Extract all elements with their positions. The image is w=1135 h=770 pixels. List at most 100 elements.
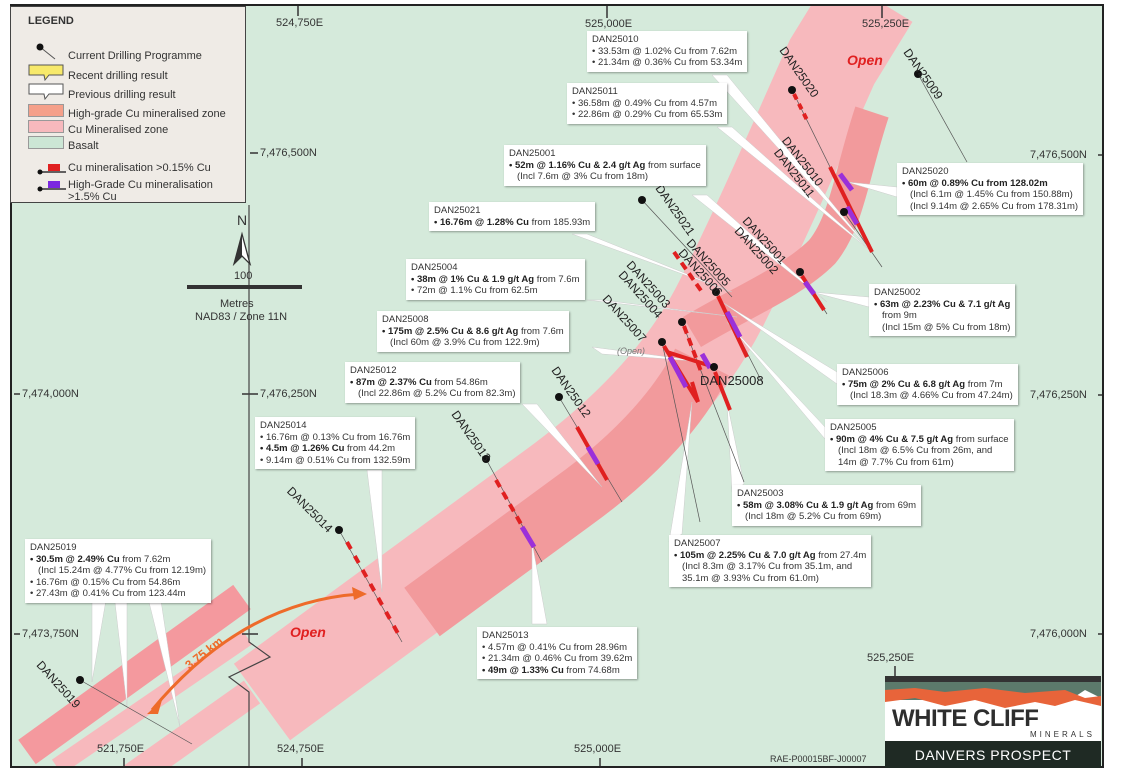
callout-title: DAN25011 bbox=[572, 86, 618, 97]
callout-title: DAN25012 bbox=[350, 365, 397, 376]
callout-line: • 21.34m @ 0.36% Cu from 53.34m bbox=[592, 57, 743, 68]
cu-zone-swatch bbox=[28, 120, 64, 133]
callout-dan25021: DAN25021• 16.76m @ 1.28% Cu from 185.93m bbox=[429, 202, 596, 231]
logo-company: WHITE CLIFF bbox=[892, 705, 1039, 732]
callout-highlight: • 52m @ 1.16% Cu & 2.4 g/t Ag bbox=[509, 159, 646, 171]
callout-title: DAN25005 bbox=[830, 422, 877, 433]
north-label: N bbox=[237, 212, 248, 228]
callout-line: • 4.57m @ 0.41% Cu from 28.96m bbox=[482, 641, 627, 653]
scale-bar bbox=[187, 285, 302, 289]
callout-dan25007: DAN25007• 105m @ 2.25% Cu & 7.0 g/t Ag f… bbox=[669, 535, 872, 587]
cu-mineralised-zone bbox=[123, 680, 261, 766]
callout-dan25011: DAN25011• 36.58m @ 0.49% Cu from 4.57m• … bbox=[567, 83, 728, 124]
callout-title: DAN25002 bbox=[874, 287, 921, 298]
legend-item: Basalt bbox=[68, 140, 99, 152]
logo-sub: MINERALS bbox=[1030, 730, 1095, 739]
callout-line: (Incl 9.14m @ 2.65% Cu from 178.31m) bbox=[910, 200, 1079, 212]
callout-title: DAN25004 bbox=[411, 262, 458, 273]
callout-line: from 54.86m bbox=[431, 376, 488, 388]
open-small-label: (Open) bbox=[617, 346, 646, 356]
callout-line: (Incl 18.3m @ 4.66% Cu from 47.24m) bbox=[850, 390, 1013, 401]
grid-ticks bbox=[14, 6, 1102, 766]
callout-line: (Incl 18m @ 5.2% Cu from 69m) bbox=[745, 511, 882, 522]
callout-line: from 7.6m bbox=[518, 325, 564, 337]
legend-item: Cu Mineralised zone bbox=[68, 124, 169, 136]
drill-collars bbox=[76, 70, 922, 684]
callout-highlight: • 58m @ 3.08% Cu & 1.9 g/t Ag bbox=[737, 499, 874, 511]
callout-line: • 72m @ 1.1% Cu from 62.5m bbox=[411, 285, 538, 296]
callout-line: from surface bbox=[953, 433, 1009, 445]
callout-title: DAN25006 bbox=[842, 367, 889, 378]
callout-line: • 16.76m @ 0.13% Cu from 16.76m bbox=[260, 431, 411, 443]
grid-label-bottom: 525,250E bbox=[867, 652, 915, 664]
grid-label-top: 525,250E bbox=[862, 18, 910, 30]
legend-item: Recent drilling result bbox=[68, 70, 168, 82]
callout-title: DAN25014 bbox=[260, 420, 307, 431]
callout-line: from 9m bbox=[882, 310, 917, 321]
callout-dan25010: DAN25010• 33.53m @ 1.02% Cu from 7.62m• … bbox=[587, 31, 748, 72]
white-callout-icon bbox=[28, 83, 64, 101]
grid-label-right: 7,476,000N bbox=[1030, 628, 1087, 640]
callout-highlight: • 4.5m @ 1.26% Cu bbox=[260, 443, 345, 454]
geology-layer bbox=[14, 6, 1102, 766]
callout-dan25008: DAN25008• 175m @ 2.5% Cu & 8.6 g/t Ag fr… bbox=[377, 311, 569, 352]
high-grade-zone-swatch bbox=[28, 104, 64, 117]
callout-line: from 74.68m bbox=[563, 664, 620, 676]
callout-line: (Incl 18m @ 6.5% Cu from 26m, and bbox=[838, 445, 993, 456]
callout-line: from 7.62m bbox=[119, 553, 171, 565]
callout-line: (Incl 6.1m @ 1.45% Cu from 150.88m) bbox=[910, 189, 1073, 200]
callout-dan25004: DAN25004• 38m @ 1% Cu & 1.9 g/t Ag from … bbox=[406, 259, 585, 300]
cu-mineralised-zone bbox=[51, 629, 253, 766]
open-extent-arrow bbox=[150, 592, 361, 711]
callout-dan25006: DAN25006• 75m @ 2% Cu & 6.8 g/t Ag from … bbox=[837, 364, 1018, 405]
project-name: DANVERS PROSPECT bbox=[914, 747, 1072, 763]
callout-line: (Incl 22.86m @ 5.2% Cu from 82.3m) bbox=[358, 388, 516, 399]
open-label: Open bbox=[290, 624, 326, 640]
high-grade-zone bbox=[18, 584, 251, 765]
callout-dan25003: DAN25003• 58m @ 3.08% Cu & 1.9 g/t Ag fr… bbox=[732, 485, 922, 526]
callout-highlight: • 175m @ 2.5% Cu & 8.6 g/t Ag bbox=[382, 325, 519, 337]
callout-title: DAN25019 bbox=[30, 542, 77, 553]
callout-title: DAN25008 bbox=[382, 314, 429, 325]
callout-dan25012: DAN25012• 87m @ 2.37% Cu from 54.86m(Inc… bbox=[345, 362, 521, 403]
callout-highlight: • 63m @ 2.23% Cu & 7.1 g/t Ag bbox=[874, 298, 1011, 310]
callout-line: from 7m bbox=[965, 378, 1003, 390]
legend-item: High-Grade Cu mineralisation >1.5% Cu bbox=[68, 179, 213, 203]
callout-line: from 69m bbox=[873, 499, 917, 511]
callout-title: DAN25020 bbox=[902, 166, 949, 177]
yellow-callout-icon bbox=[28, 64, 64, 82]
callout-line: from 7.6m bbox=[534, 273, 580, 285]
datum-label: NAD83 / Zone 11N bbox=[195, 311, 288, 323]
callout-line: • 33.53m @ 1.02% Cu from 7.62m bbox=[592, 45, 737, 57]
callout-dan25005: DAN25005• 90m @ 4% Cu & 7.5 g/t Ag from … bbox=[825, 419, 1014, 471]
callout-title: DAN25021 bbox=[434, 205, 481, 216]
callout-line: • 27.43m @ 0.41% Cu from 123.44m bbox=[30, 588, 186, 599]
callout-line: • 21.34m @ 0.46% Cu from 39.62m bbox=[482, 653, 633, 664]
callout-line: (Incl 15.24m @ 4.77% Cu from 12.19m) bbox=[38, 565, 207, 576]
drawing-reference: RAE-P00015BF-J00007 bbox=[770, 754, 867, 764]
callout-line: • 16.76m @ 0.15% Cu from 54.86m bbox=[30, 576, 181, 588]
high-grade-zone bbox=[682, 106, 889, 348]
grid-label-right: 7,476,250N bbox=[1030, 389, 1087, 401]
callout-highlight: • 30.5m @ 2.49% Cu bbox=[30, 553, 120, 565]
callout-highlight: • 105m @ 2.25% Cu & 7.0 g/t Ag bbox=[674, 549, 816, 561]
legend-title: LEGEND bbox=[28, 15, 74, 27]
high-grade-intercepts bbox=[519, 172, 860, 549]
collar-label: DAN25008 bbox=[700, 373, 764, 388]
legend-item: High-grade Cu mineralised zone bbox=[68, 108, 226, 120]
callout-highlight: • 38m @ 1% Cu & 1.9 g/t Ag bbox=[411, 273, 535, 285]
callout-title: DAN25007 bbox=[674, 538, 721, 549]
callout-highlight: • 87m @ 2.37% Cu bbox=[350, 376, 432, 388]
callout-title: DAN25001 bbox=[509, 148, 556, 159]
callout-dan25013: DAN25013• 4.57m @ 0.41% Cu from 28.96m• … bbox=[477, 627, 638, 679]
callout-line: • 9.14m @ 0.51% Cu from 132.59m bbox=[260, 454, 411, 466]
callout-line: (Incl 60m @ 3.9% Cu from 122.9m) bbox=[390, 337, 540, 348]
callout-title: DAN25003 bbox=[737, 488, 784, 499]
legend-item: Previous drilling result bbox=[68, 89, 176, 101]
cu-intercept-swatch bbox=[48, 164, 60, 171]
callout-dan25014: DAN25014• 16.76m @ 0.13% Cu from 16.76m•… bbox=[255, 417, 416, 469]
callout-line: (Incl 8.3m @ 3.17% Cu from 35.1m, and bbox=[682, 561, 853, 572]
drill-collar-icon bbox=[36, 43, 44, 51]
callout-highlight: • 60m @ 0.89% Cu from 128.02m bbox=[902, 177, 1048, 189]
